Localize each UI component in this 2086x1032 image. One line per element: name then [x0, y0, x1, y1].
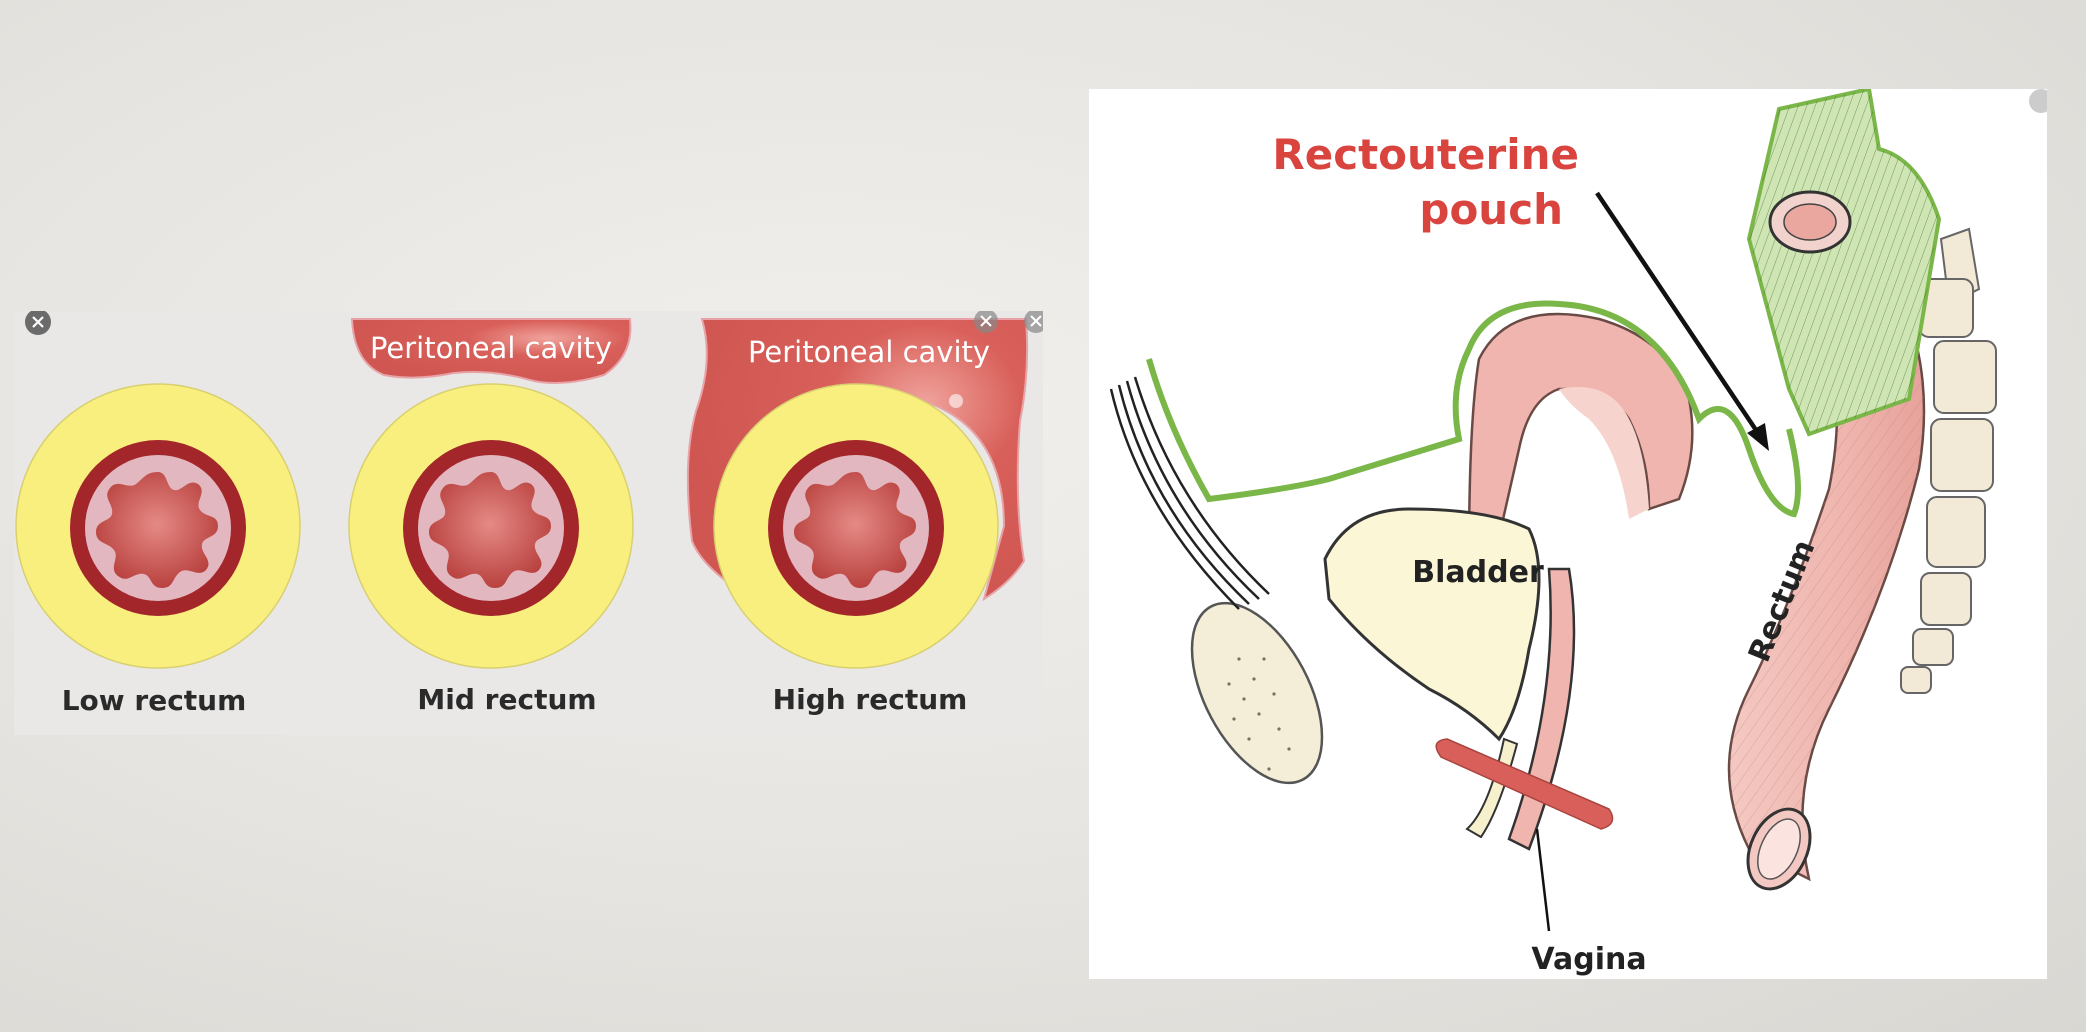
mid-rectum-diagram [348, 318, 634, 669]
rectum-cross-section-figure: Peritoneal cavity Peritoneal cavity Low … [14, 311, 1043, 735]
close-icon[interactable] [25, 311, 51, 335]
perineal-muscle [1435, 738, 1614, 830]
pouch-arrow [1595, 191, 1769, 451]
bladder-label: Bladder [1412, 555, 1544, 590]
vagina [1507, 567, 1576, 851]
close-icon[interactable] [974, 311, 998, 333]
cross-section-svg: Peritoneal cavity Peritoneal cavity Low … [15, 311, 1043, 717]
low-rectum-label: Low rectum [62, 684, 247, 717]
peritoneal-cavity-label-high: Peritoneal cavity [748, 335, 990, 369]
close-icon[interactable] [1024, 311, 1043, 333]
rectouterine-label-line2: pouch [1419, 185, 1563, 234]
sacrum [1900, 227, 1997, 694]
rectouterine-label-line1: Rectouterine [1272, 130, 1579, 179]
high-rectum-label: High rectum [773, 683, 968, 716]
vagina-label: Vagina [1531, 942, 1646, 977]
pelvis-svg: Rectouterine pouch Bladder Rectum Vagina [1109, 89, 2047, 977]
peritoneum-line [1146, 300, 1801, 518]
high-rectum-diagram [686, 318, 1029, 669]
rectouterine-pouch-figure: Rectouterine pouch Bladder Rectum Vagina [1089, 89, 2047, 979]
bladder [1323, 507, 1541, 742]
peritoneum-upper [1746, 89, 1942, 437]
peritoneal-cavity-mid [350, 318, 632, 384]
low-rectum-diagram [15, 383, 301, 669]
peritoneal-cavity-label-mid: Peritoneal cavity [370, 331, 612, 365]
close-icon[interactable] [2029, 89, 2047, 113]
vagina-pointer [1535, 828, 1551, 932]
pubic-bone [1190, 601, 1324, 785]
abdominal-wall [1109, 376, 1270, 610]
mid-rectum-label: Mid rectum [417, 683, 596, 716]
